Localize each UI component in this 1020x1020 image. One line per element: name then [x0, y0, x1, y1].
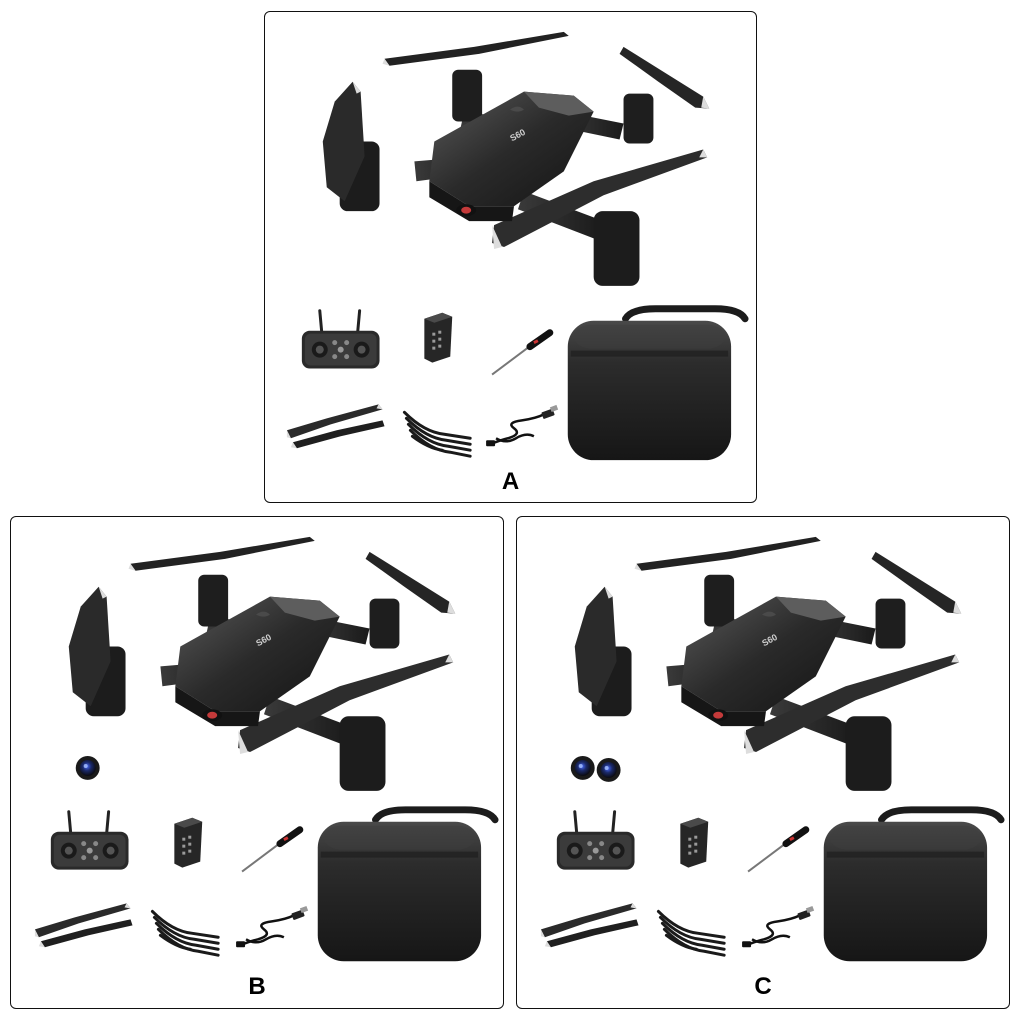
battery [174, 817, 203, 868]
remote-controller [555, 810, 637, 872]
camera-lens-1 [75, 756, 100, 780]
panel-b-scene [34, 536, 503, 1008]
screwdriver [242, 830, 300, 872]
panel-c: C [516, 516, 1010, 1009]
camera-lens-2 [596, 758, 621, 782]
panel-label: C [754, 973, 772, 1000]
spare-propellers [540, 903, 639, 948]
usb-cable [740, 904, 816, 949]
carrying-case [568, 309, 745, 460]
drone [322, 31, 710, 286]
panel-a-scene [286, 31, 756, 502]
landing-guards [150, 909, 220, 957]
panel-b: B [10, 516, 504, 1009]
screwdriver [748, 830, 806, 872]
panel-label: A [501, 468, 520, 495]
panel-a: A [264, 11, 757, 503]
spare-propellers [286, 404, 385, 449]
usb-cable [234, 904, 310, 949]
spare-propellers [34, 903, 133, 948]
carrying-case [824, 810, 1001, 961]
battery [424, 312, 453, 363]
landing-guards [656, 909, 726, 957]
drone [574, 536, 962, 791]
drone [68, 536, 456, 791]
battery [680, 817, 709, 868]
panel-label: B [248, 973, 266, 1000]
usb-cable [484, 403, 560, 448]
carrying-case [318, 810, 495, 961]
screwdriver [492, 333, 550, 375]
remote-controller [300, 309, 382, 371]
landing-guards [402, 410, 472, 458]
camera-lens-1 [570, 756, 595, 780]
panel-c-scene [540, 536, 1009, 1008]
remote-controller [49, 810, 131, 872]
